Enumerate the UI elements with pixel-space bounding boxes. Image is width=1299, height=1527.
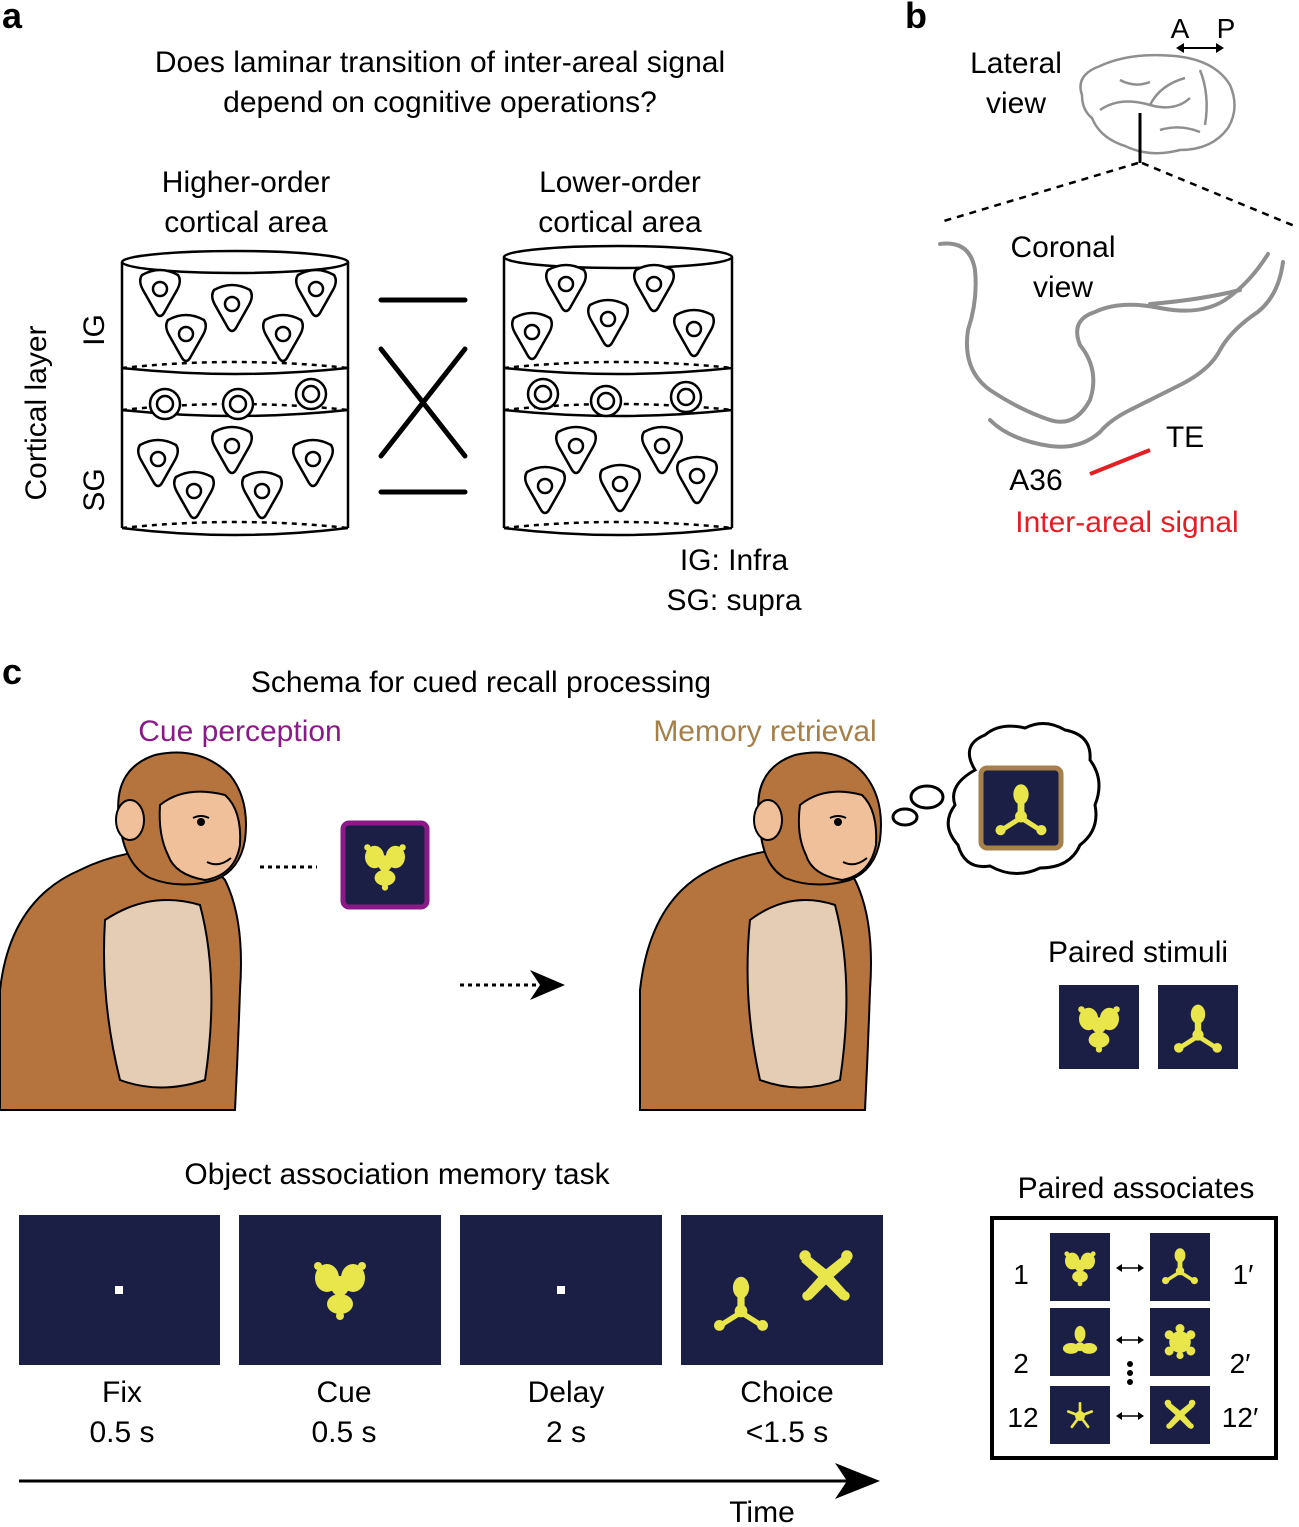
monkey-memory (639, 751, 882, 1111)
epoch-name-cue: Cue (316, 1376, 371, 1409)
pair-12-right: 12′ (1222, 1402, 1258, 1433)
pair-2-left: 2 (1013, 1348, 1029, 1379)
epoch-screen-fix (19, 1215, 220, 1365)
lateral-brain (1079, 53, 1236, 155)
cortical-layer-axis-label: Cortical layer (20, 325, 53, 500)
panel-a-letter: a (2, 0, 23, 36)
lateral-view-line2: view (986, 87, 1046, 120)
epoch-name-choice: Choice (740, 1376, 833, 1409)
lower-area-title-line1: Lower-order (539, 166, 701, 199)
zoom-line-right (1141, 161, 1298, 229)
paired-stimulus-2 (1158, 985, 1238, 1069)
epoch-duration-fix: 0.5 s (89, 1416, 154, 1449)
time-axis-head (835, 1463, 880, 1499)
panel-a: a Does laminar transition of inter-areal… (2, 0, 802, 617)
epoch-name-delay: Delay (528, 1376, 605, 1409)
pair-row-2: 2 2′ (1013, 1308, 1250, 1379)
a36-label: A36 (1009, 464, 1062, 497)
inter-areal-signal-line (1089, 448, 1151, 476)
panel-c: c Schema for cued recall processing Cue … (0, 651, 1278, 1527)
epoch-duration-choice: <1.5 s (746, 1416, 829, 1449)
coronal-view-line2: view (1033, 271, 1093, 304)
higher-area-title-line1: Higher-order (162, 166, 330, 199)
panel-a-question-line2: depend on cognitive operations? (223, 86, 657, 119)
paired-stimuli-label: Paired stimuli (1048, 936, 1228, 969)
paired-associates-box (990, 1216, 1278, 1460)
coronal-cortex (938, 241, 1285, 449)
panel-a-question-line1: Does laminar transition of inter-areal s… (155, 46, 725, 79)
time-label: Time (729, 1496, 795, 1527)
inter-areal-signal-label: Inter-areal signal (1015, 506, 1238, 539)
paired-stimulus-1 (1059, 985, 1139, 1069)
epoch-screen-delay (460, 1215, 662, 1365)
epoch-labels: Fix 0.5 s Cue 0.5 s Delay 2 s Choice <1.… (89, 1376, 833, 1449)
panel-c-letter: c (2, 651, 22, 692)
epoch-duration-cue: 0.5 s (311, 1416, 376, 1449)
epoch-duration-delay: 2 s (546, 1416, 586, 1449)
paired-associates-title: Paired associates (1018, 1172, 1255, 1205)
epoch-screen-cue (239, 1215, 441, 1365)
pair-2-right: 2′ (1230, 1348, 1251, 1379)
higher-area-neurons (136, 268, 338, 520)
pair-row-1: 1 1′ (1013, 1233, 1253, 1301)
cue-perception-label: Cue perception (138, 715, 341, 748)
panel-b-letter: b (905, 0, 927, 36)
posterior-label: P (1217, 13, 1236, 44)
legend-sg: SG: supra (666, 584, 801, 617)
lower-area-title-line2: cortical area (538, 206, 702, 239)
anterior-label: A (1171, 13, 1190, 44)
lower-area-neurons (510, 263, 719, 515)
higher-area-title-line2: cortical area (164, 206, 328, 239)
transition-arrow-head (530, 970, 565, 1000)
memory-stimulus-card (978, 765, 1064, 851)
sg-layer-label: SG (78, 468, 111, 511)
schema-title: Schema for cued recall processing (251, 666, 711, 699)
coronal-view-line1: Coronal (1010, 231, 1115, 264)
pair-12-left: 12 (1007, 1402, 1038, 1433)
connection-lines (378, 297, 468, 495)
cue-stimulus-card (340, 820, 430, 910)
ig-layer-label: IG (78, 314, 111, 346)
lateral-view-line1: Lateral (970, 47, 1062, 80)
legend-ig: IG: Infra (680, 544, 789, 577)
pair-row-12: 12 12′ (1007, 1386, 1258, 1444)
memory-retrieval-label: Memory retrieval (653, 715, 876, 748)
epoch-name-fix: Fix (102, 1376, 142, 1409)
zoom-line-left (943, 161, 1139, 223)
epoch-screen-choice (681, 1215, 883, 1365)
pair-row-ellipsis (1127, 1361, 1133, 1385)
monkey-cue (0, 751, 247, 1111)
pair-1-right: 1′ (1233, 1259, 1254, 1290)
task-title: Object association memory task (184, 1158, 610, 1191)
te-label: TE (1166, 421, 1204, 454)
pair-1-left: 1 (1013, 1259, 1029, 1290)
panel-b: b A P Lateral view Coronal view TE A36 (905, 0, 1298, 539)
